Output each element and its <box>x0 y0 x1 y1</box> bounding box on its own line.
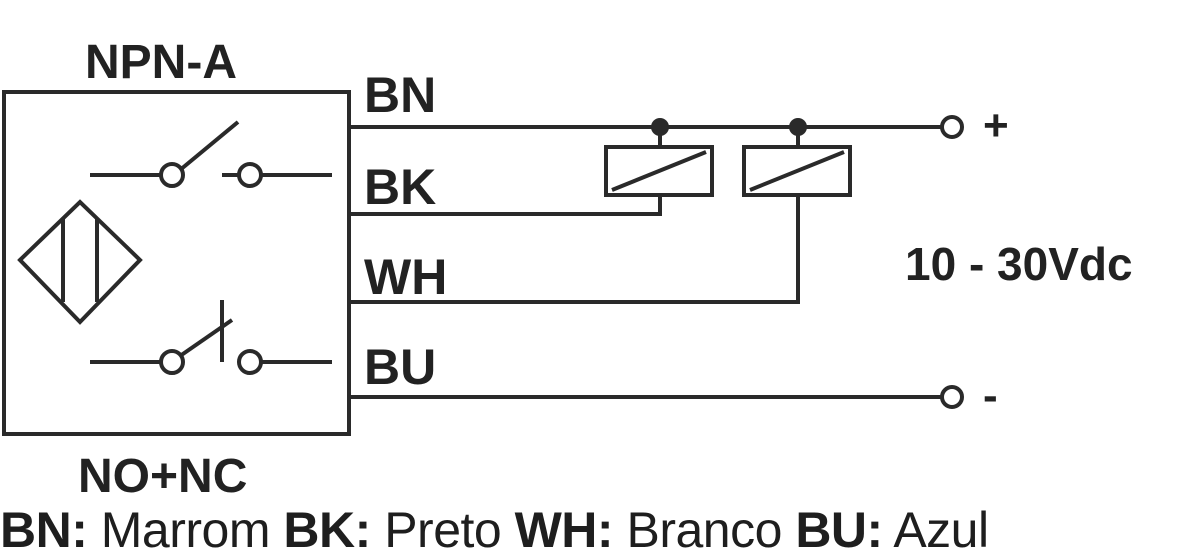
legend-code-wh: WH: <box>514 502 614 558</box>
legend-color-bk: Preto <box>384 502 502 558</box>
positive-terminal <box>940 115 964 139</box>
junction-dot-2 <box>789 118 807 136</box>
legend-color-bu: Azul <box>893 502 989 558</box>
sensor-body <box>2 90 351 436</box>
positive-sign: + <box>983 101 1009 150</box>
legend-code-bn: BN: <box>0 502 88 558</box>
wire-label-bk: BK <box>364 159 436 215</box>
negative-sign: - <box>983 371 998 420</box>
inductive-sensor-icon <box>17 199 143 325</box>
sensor-type-label: NPN-A <box>85 36 237 89</box>
junction-dot-1 <box>651 118 669 136</box>
output-type-label: NO+NC <box>78 450 247 503</box>
load-1 <box>604 127 714 197</box>
wire-label-bn: BN <box>364 67 436 123</box>
wire-label-bu: BU <box>364 339 436 395</box>
bk-wire <box>349 195 662 216</box>
negative-terminal <box>940 385 964 409</box>
supply-voltage-label: 10 - 30Vdc <box>905 238 1133 290</box>
legend-code-bk: BK: <box>283 502 371 558</box>
nc-switch-symbol <box>90 300 332 375</box>
wire-label-wh: WH <box>364 249 447 305</box>
legend-code-bu: BU: <box>795 502 883 558</box>
color-legend: BN: Marrom BK: Preto WH: Branco BU: Azul <box>0 500 1197 560</box>
wh-wire <box>349 195 800 304</box>
legend-color-bn: Marrom <box>100 502 271 558</box>
load-2 <box>742 127 852 197</box>
no-switch-symbol <box>90 120 332 188</box>
legend-color-wh: Branco <box>626 502 782 558</box>
